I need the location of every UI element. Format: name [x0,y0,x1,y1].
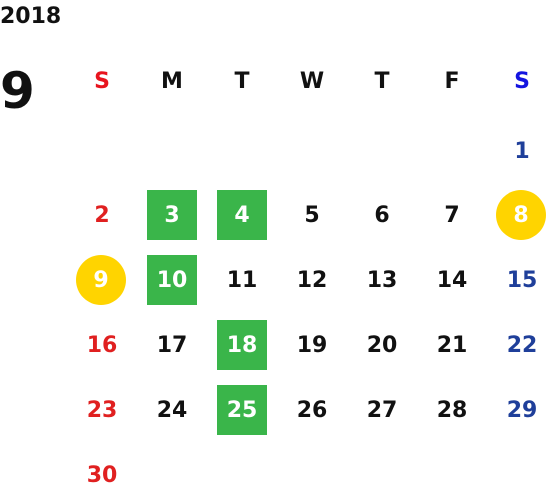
day-cell-highlighted[interactable]: 25 [217,385,267,435]
day-cell[interactable]: 24 [156,397,188,423]
day-cell[interactable]: 6 [374,202,390,228]
day-cell[interactable]: 13 [366,267,398,293]
weekday-header-sunday: S [94,68,110,94]
day-cell[interactable]: 15 [506,267,538,293]
day-cell[interactable]: 17 [156,332,188,358]
day-cell[interactable]: 5 [304,202,320,228]
weekday-header-saturday: S [514,68,530,94]
day-cell[interactable]: 19 [296,332,328,358]
day-cell[interactable]: 29 [506,397,538,423]
day-cell-circled[interactable]: 8 [496,190,546,240]
day-cell[interactable]: 20 [366,332,398,358]
day-cell[interactable]: 28 [436,397,468,423]
weekday-header-friday: F [444,68,460,94]
day-cell[interactable]: 27 [366,397,398,423]
day-cell[interactable]: 11 [226,267,258,293]
weekday-header-tuesday: T [234,68,250,94]
day-cell[interactable]: 12 [296,267,328,293]
day-cell[interactable]: 21 [436,332,468,358]
day-cell[interactable]: 26 [296,397,328,423]
weekday-header-thursday: T [374,68,390,94]
month-number: 9 [0,62,35,120]
day-cell[interactable]: 30 [86,462,118,488]
day-cell[interactable]: 14 [436,267,468,293]
day-cell-highlighted[interactable]: 18 [217,320,267,370]
day-cell[interactable]: 1 [514,138,530,164]
day-cell-highlighted[interactable]: 4 [217,190,267,240]
day-cell[interactable]: 7 [444,202,460,228]
day-cell-highlighted[interactable]: 10 [147,255,197,305]
day-cell-highlighted[interactable]: 3 [147,190,197,240]
day-cell[interactable]: 23 [86,397,118,423]
day-cell-circled[interactable]: 9 [76,255,126,305]
year-label: 2018 [0,4,62,29]
weekday-header-monday: M [161,68,183,94]
day-cell[interactable]: 16 [86,332,118,358]
day-cell[interactable]: 22 [506,332,538,358]
weekday-header-wednesday: W [299,68,325,94]
day-cell[interactable]: 2 [94,202,110,228]
